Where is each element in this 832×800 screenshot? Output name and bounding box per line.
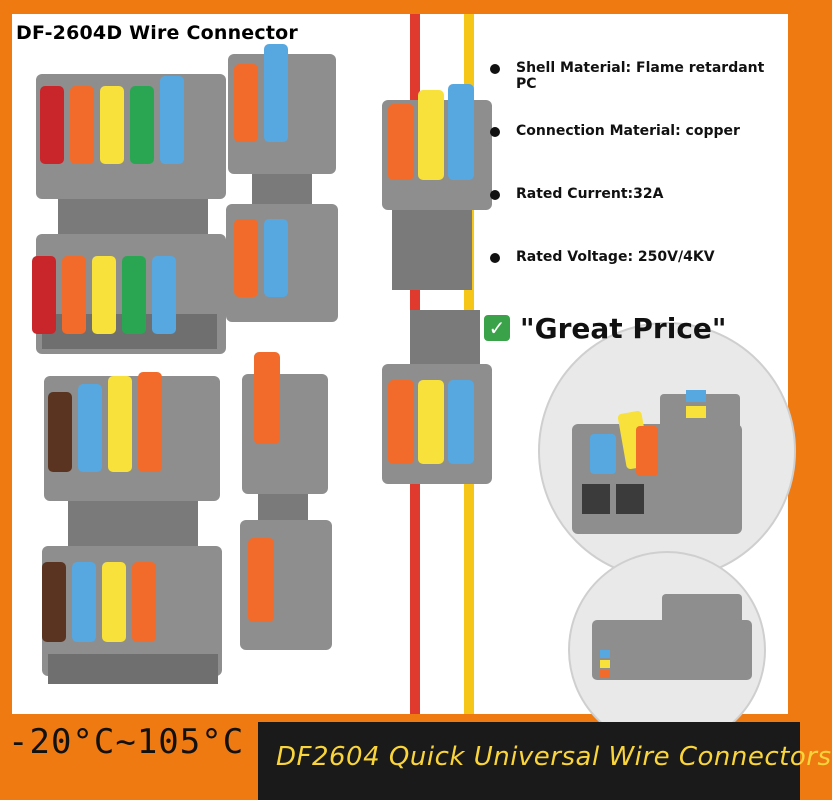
connector-wired-top	[382, 84, 492, 290]
connector-4way	[42, 372, 222, 684]
inset-closeup-levers	[538, 322, 796, 580]
bottom-banner: DF2604 Quick Universal Wire Connectors	[258, 722, 831, 800]
spec-text: Rated Voltage: 250V/4KV	[516, 249, 715, 265]
check-mark-icon: ✓	[484, 315, 510, 341]
spec-text: Shell Material: Flame retardant PC	[516, 60, 765, 92]
product-panel: DF-2604D Wire Connector Shell Material: …	[12, 14, 796, 749]
bullet-icon	[490, 190, 500, 200]
spec-item: Shell Material: Flame retardant PC	[482, 60, 782, 123]
price-text: "Great Price"	[520, 312, 727, 345]
spec-item: Rated Current:32A	[482, 186, 782, 249]
bullet-icon	[490, 127, 500, 137]
spec-item: Rated Voltage: 250V/4KV	[482, 249, 782, 312]
bullet-icon	[490, 64, 500, 74]
bullet-icon	[490, 253, 500, 263]
spec-item: Connection Material: copper	[482, 123, 782, 186]
temperature-range: -20°C~105°C	[8, 722, 245, 762]
price-tagline: ✓ "Great Price"	[484, 312, 727, 345]
connector-wired-bottom	[382, 310, 492, 484]
spec-text: Rated Current:32A	[516, 186, 664, 202]
product-frame: DF-2604D Wire Connector Shell Material: …	[8, 14, 832, 800]
spec-list: Shell Material: Flame retardant PC Conne…	[482, 60, 782, 312]
banner-text: DF2604 Quick Universal Wire Connectors	[276, 742, 832, 772]
connector-2way	[226, 44, 338, 322]
connector-5way	[32, 74, 226, 354]
spec-text: Connection Material: copper	[516, 123, 740, 139]
connector-illustration	[32, 14, 796, 749]
product-title: DF-2604D Wire Connector	[16, 22, 298, 44]
inset-closeup-housing	[568, 551, 766, 749]
connector-1way	[240, 352, 332, 650]
